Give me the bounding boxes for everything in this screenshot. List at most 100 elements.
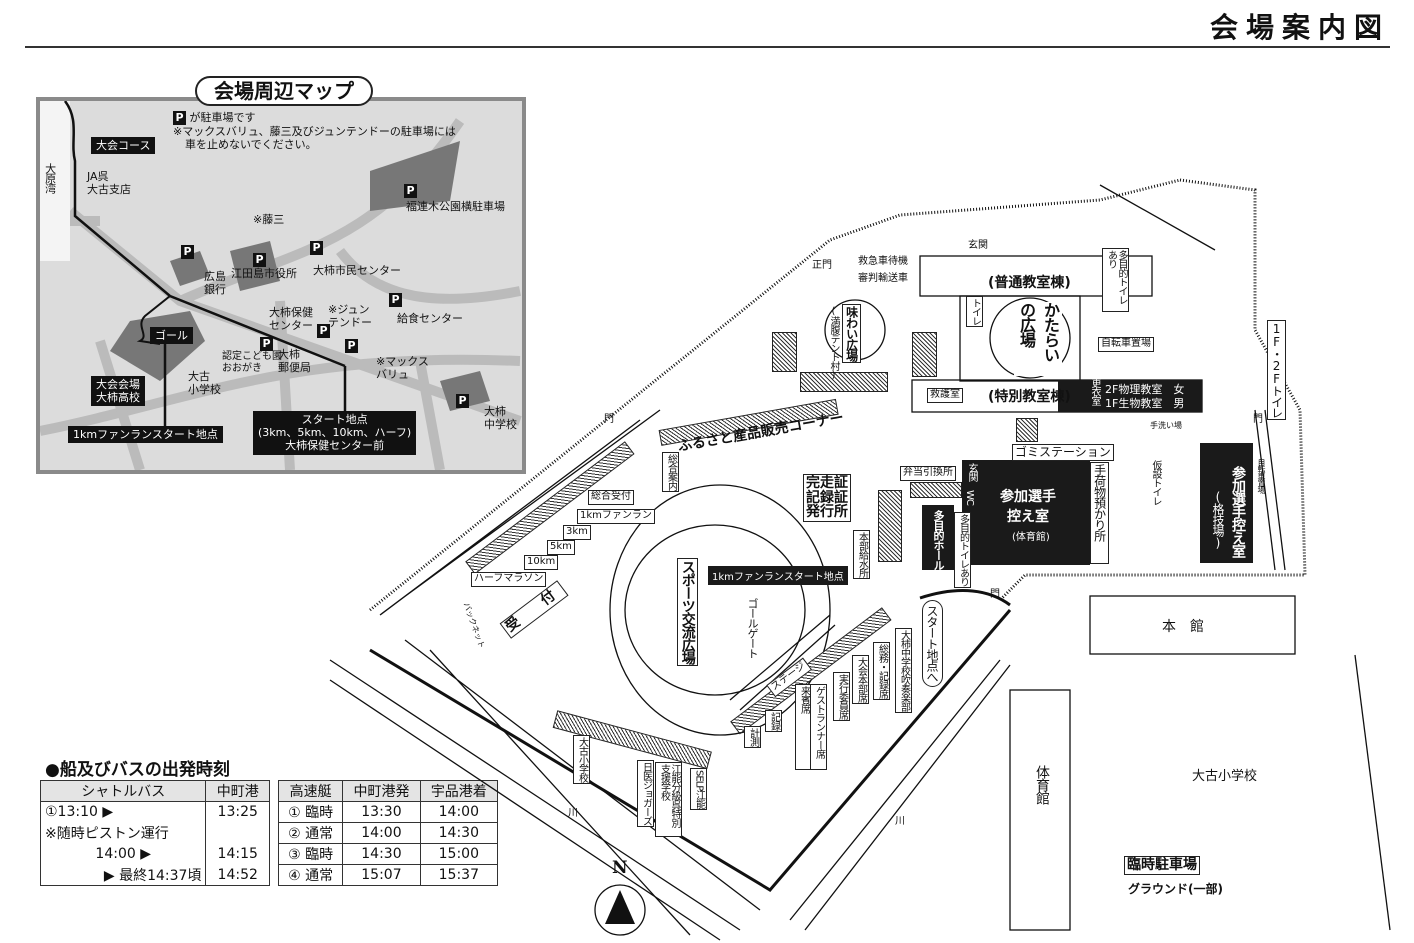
martial-arts-room-label: 参加選手控え室: [1230, 466, 1246, 557]
seat-record: 記録: [765, 710, 782, 732]
civic-center-label: 大柿市民センター: [313, 264, 401, 277]
half-reception-label: ハーフマラソン: [471, 572, 547, 587]
maxvalu-label: ※マックス バリュ: [376, 355, 429, 381]
ambulance-label: 救急車待機: [858, 256, 908, 267]
gate-label-2: 門: [990, 589, 1000, 600]
baggage-label: 手荷物預かり所: [1090, 462, 1109, 564]
seat-timing: 計測: [744, 726, 761, 748]
venue-label: 大会会場 大柿高校: [91, 376, 145, 407]
funrun-reception-label: 1kmファンラン: [577, 509, 655, 524]
toilet-label: トイレ: [966, 296, 983, 327]
parking-icon: P: [389, 293, 402, 307]
gymnasium-label: 体育館: [1034, 765, 1050, 804]
multipurpose-hall-label: 多目的ホール: [932, 510, 945, 570]
men-changing-label: 1F生物教室 男: [1105, 397, 1185, 410]
surrounding-map: P が駐車場です ※マックスバリュ、藤三及びジュンテンドーの駐車場には 車を止め…: [36, 97, 526, 474]
page-title: 会場案内図: [1209, 11, 1390, 44]
goal-gate-label: ゴールゲート: [746, 598, 759, 658]
booth-ogo-elem: 大古小学校: [573, 735, 590, 784]
ohara-bay-label: 大原湾: [43, 163, 57, 193]
women-changing-label: 2F物理教室 女: [1105, 383, 1185, 396]
referee-transport-label: 審判輸送車: [858, 273, 908, 284]
ogo-elementary-label: 大古小学校: [1192, 769, 1258, 784]
gym-entrance-label: 玄関: [966, 463, 977, 481]
kyushoku-label: 給食センター: [397, 312, 463, 325]
multipurpose-toilet-label-2: 多目的トイレあり: [954, 512, 971, 588]
5km-reception-label: 5km: [547, 540, 575, 555]
city-office-label: 江田島市役所: [231, 267, 297, 280]
seat-general-affairs: 総務・記録席: [873, 642, 890, 700]
temp-toilet-label: 仮設トイレ: [1150, 460, 1161, 505]
changing-room-label: 更衣室: [1089, 378, 1100, 405]
sports-plaza-label: スポーツ交流広場: [677, 558, 698, 666]
hq-water-label: 本部給水所: [853, 530, 870, 579]
toilet-1f2f-label: 1F・2Fトイレ: [1267, 320, 1286, 420]
seat-committee: 実行委員席: [833, 672, 850, 721]
wc-label: WC: [964, 490, 975, 505]
parking-icon: P: [345, 339, 358, 353]
first-aid-label: 救護室: [927, 388, 963, 403]
3km-reception-label: 3km: [563, 525, 591, 540]
to-start-label: スタート地点へ: [922, 600, 943, 687]
seat-band: 大柿中学校吹奏楽部: [895, 628, 912, 713]
ogo-elementary-label: 大古 小学校: [188, 370, 221, 396]
main-gate-label: 正門: [812, 260, 832, 271]
juntendo-label: ※ジュン テンドー: [328, 303, 372, 329]
funrun-start-label: 1kmファンランスタート地点: [68, 426, 223, 444]
ground-label: グラウンド(一部): [1128, 882, 1223, 896]
booth-joggers: 日医ジョガーズ: [637, 760, 654, 827]
garbage-station-label: ゴミステーション: [1012, 444, 1114, 461]
entrance-label: 玄関: [968, 240, 988, 251]
tent-block: [1016, 418, 1038, 442]
parking-icon: P: [317, 324, 330, 338]
north-arrow-icon: [605, 890, 635, 924]
bento-label: 弁当引換所: [900, 466, 956, 481]
tent-block: [772, 332, 797, 372]
divider: [25, 46, 1390, 48]
tent-block: [878, 490, 902, 562]
special-building-label: (特別教室棟): [988, 389, 1071, 405]
parking-icon: P: [173, 111, 186, 125]
course-label: 大会コース: [91, 137, 156, 155]
gate-label: 門: [1253, 414, 1263, 425]
general-building-label: (普通教室棟): [988, 275, 1071, 291]
oogaki-jh-label: 大柿 中学校: [484, 405, 517, 431]
parking-legend: が駐車場です: [189, 111, 256, 124]
parking-icon: P: [181, 245, 194, 259]
parking-icon: P: [456, 394, 469, 408]
parking-icon: P: [260, 337, 273, 351]
funrun-start-label: 1kmファンランスタート地点: [708, 566, 848, 585]
seat-guest-runner: ゲストランナー席: [810, 684, 827, 770]
fujisan-label: ※藤三: [253, 213, 285, 226]
north-label: N: [612, 858, 628, 878]
booth-selp: SELP江能: [690, 768, 707, 811]
info-desk-label: 総合案内: [662, 452, 679, 492]
gate-label-3: 門: [604, 414, 614, 425]
parking-icon: P: [310, 241, 323, 255]
athlete-room-label: 参加選手 控え室: [1000, 489, 1056, 525]
bicycle-parking-label-2: 自転車置場: [1257, 458, 1266, 493]
tent-village-label: (満腹テント村): [828, 306, 839, 380]
ajiwai-plaza-label: 味わい広場: [842, 304, 861, 363]
parking-icon: P: [404, 184, 417, 198]
handwash-label: 手洗い場: [1150, 421, 1182, 430]
multipurpose-toilet-label: 多目的トイレあり: [1102, 248, 1129, 312]
start-point-label: スタート地点 (3km、5km、10km、ハーフ) 大柿保健センター前: [253, 411, 417, 455]
general-reception-label: 総合受付: [588, 490, 634, 505]
parking-note-2: 車を止めないでください。: [185, 138, 317, 151]
post-office-label: 大柿 郵便局: [278, 348, 311, 374]
tent-block: [800, 372, 888, 392]
martial-arts-hall-label: (格技場): [1211, 490, 1225, 549]
health-center-label: 大柿保健 センター: [269, 306, 313, 332]
ja-label: JA呉 大古支店: [87, 170, 131, 196]
river-label: 川: [568, 808, 578, 819]
bicycle-parking-label: 自転車置場: [1098, 337, 1154, 352]
goal-label: ゴール: [150, 327, 193, 345]
10km-reception-label: 10km: [524, 555, 559, 570]
seat-hq: 大会本部席: [852, 655, 869, 704]
tent-block: [910, 482, 962, 498]
shuttle-bus-table: シャトルバス中町港 ①13:10 ▶13:25 ※随時ピストン運行 14:00 …: [39, 780, 270, 886]
river-label-2: 川: [895, 816, 905, 827]
